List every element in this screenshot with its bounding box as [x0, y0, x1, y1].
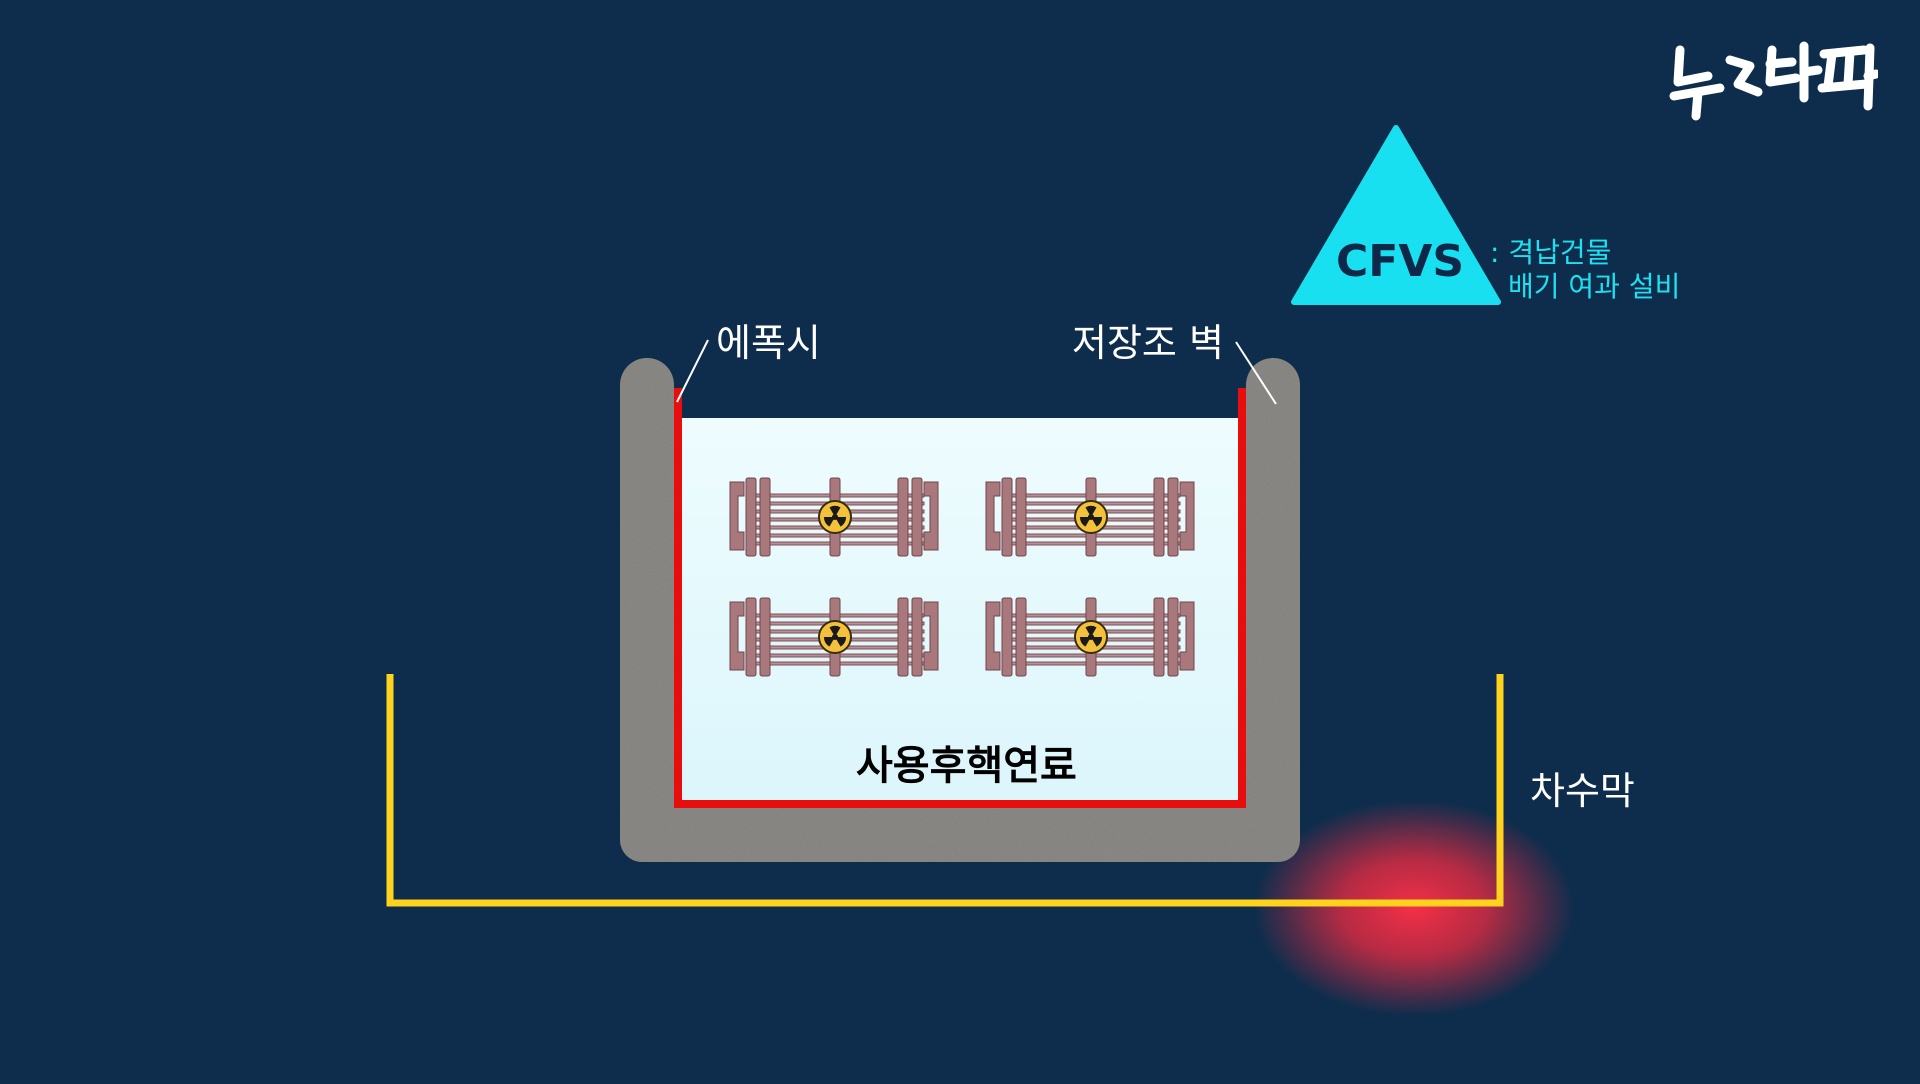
cutoff-membrane [386, 674, 1504, 907]
pool-water [682, 418, 1238, 800]
fuel-assembly-4 [985, 597, 1195, 677]
cutoff-membrane-label: 차수막 [1530, 769, 1635, 813]
cfvs-description-line2: 배기 여과 설비 [1508, 270, 1681, 303]
cfvs-description-line1: : 격납건물 [1490, 236, 1612, 269]
fuel-assembly-1 [729, 477, 939, 557]
cfvs-description: : 격납건물 배기 여과 설비 [1490, 236, 1680, 304]
leak-glow [1254, 800, 1574, 1016]
cfvs-vent-arrow [1291, 125, 1501, 305]
wall-leader-line [1235, 341, 1277, 405]
fuel-assembly-3 [729, 597, 939, 677]
fuel-assembly-2 [985, 477, 1195, 557]
pool-wall-label: 저장조 벽 [1072, 321, 1224, 365]
epoxy-label: 에폭시 [716, 321, 821, 365]
epoxy-leader-line [676, 339, 709, 403]
pool-concrete-wall [620, 358, 1300, 862]
cfvs-label: CFVS [1336, 236, 1465, 287]
newstapa-logo [1669, 41, 1878, 121]
epoxy-liner [674, 388, 1246, 808]
spent-fuel-label: 사용후핵연료 [856, 743, 1077, 789]
